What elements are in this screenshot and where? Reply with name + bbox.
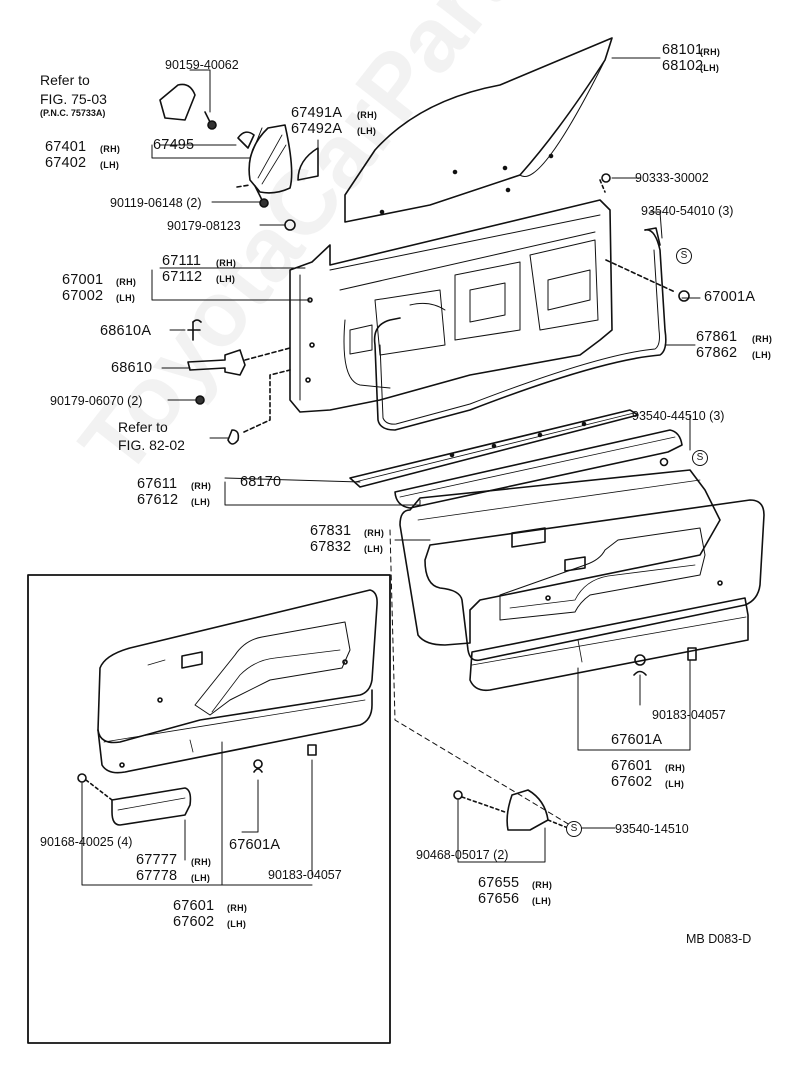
door-shell — [289, 199, 613, 413]
lh-tag: (LH) — [191, 873, 211, 883]
part-label-67002: 67002 — [62, 288, 104, 304]
door-trim-panel-right — [424, 499, 765, 692]
part-label-67492A: 67492A — [291, 121, 343, 137]
part-label-67111: 67111 — [162, 253, 202, 269]
part-label-67601A: 67601A — [229, 837, 281, 853]
rh-tag: (RH) — [364, 528, 385, 538]
part-label-90119-06148: 90119-06148 (2) — [110, 196, 202, 210]
part-label-67001A: 67001A — [704, 289, 756, 305]
part-label-67862: 67862 — [696, 345, 738, 361]
part-label-68610A: 68610A — [100, 323, 152, 339]
door-weatherstrip — [373, 227, 667, 431]
door-glass — [344, 37, 613, 223]
lh-tag: (LH) — [116, 293, 136, 303]
part-label-90183-04057: 90183-04057 — [268, 868, 342, 882]
corner-cover — [453, 789, 569, 831]
lh-tag: (LH) — [357, 126, 377, 136]
part-label-90168-40025: 90168-40025 (4) — [40, 835, 133, 849]
part-label-67495: 67495 — [153, 137, 195, 153]
lh-tag: (LH) — [665, 779, 685, 789]
part-label-67656: 67656 — [478, 891, 520, 907]
rh-tag: (RH) — [357, 110, 378, 120]
refer-to-label: Refer to — [40, 72, 90, 88]
lh-tag: (LH) — [532, 896, 552, 906]
part-label-90333-30002: 90333-30002 — [635, 171, 709, 185]
part-label-67832: 67832 — [310, 539, 352, 555]
part-label-90183-04057: 90183-04057 — [652, 708, 726, 722]
door-trim-panel-left — [97, 589, 378, 774]
part-label-67401: 67401 — [45, 139, 87, 155]
part-label-93540-44510: 93540-44510 (3) — [632, 409, 725, 423]
part-label-67112: 67112 — [162, 269, 203, 285]
rh-tag: (RH) — [216, 258, 237, 268]
part-label-67611: 67611 — [137, 476, 178, 492]
part-label-67001: 67001 — [62, 272, 104, 288]
rh-tag: (RH) — [116, 277, 137, 287]
part-label-90468-05017: 90468-05017 (2) — [416, 848, 509, 862]
part-label-67402: 67402 — [45, 155, 87, 171]
part-label-68102: 68102 — [662, 58, 704, 74]
rh-tag: (RH) — [532, 880, 553, 890]
lh-tag: (LH) — [227, 919, 247, 929]
part-label-67861: 67861 — [696, 329, 738, 345]
part-label-67491A: 67491A — [291, 105, 343, 121]
lh-tag: (LH) — [216, 274, 236, 284]
screw-mark-s: S — [692, 450, 708, 466]
part-label-67601: 67601 — [173, 898, 215, 914]
screw-mark-s: S — [566, 821, 582, 837]
part-label-90179-06070: 90179-06070 (2) — [50, 394, 143, 408]
part-label-67778: 67778 — [136, 868, 178, 884]
part-label-90179-08123: 90179-08123 — [167, 219, 241, 233]
part-label-67602: 67602 — [611, 774, 653, 790]
leader-lines — [81, 57, 701, 886]
rh-tag: (RH) — [752, 334, 773, 344]
rh-tag: (RH) — [191, 857, 212, 867]
rh-tag: (RH) — [191, 481, 212, 491]
part-label-67831: 67831 — [310, 523, 352, 539]
fig-ref-label: FIG. 82-02 — [118, 437, 185, 453]
lh-tag: (LH) — [752, 350, 772, 360]
rh-tag: (RH) — [700, 47, 721, 57]
part-label-67601A: 67601A — [611, 732, 663, 748]
diagram-reference-code: MB D083-D — [686, 932, 752, 946]
guide-dashed — [389, 529, 571, 826]
part-label-68101: 68101 — [662, 42, 704, 58]
door-trim-backer — [399, 469, 721, 646]
rh-tag: (RH) — [100, 144, 121, 154]
lh-tag: (LH) — [100, 160, 120, 170]
part-label-67777: 67777 — [136, 852, 178, 868]
door-pocket — [77, 744, 317, 826]
part-label-68610: 68610 — [111, 360, 153, 376]
screw-mark-s: S — [676, 248, 692, 264]
part-label-67601: 67601 — [611, 758, 653, 774]
lh-tag: (LH) — [700, 63, 720, 73]
part-label-67612: 67612 — [137, 492, 179, 508]
lh-tag: (LH) — [364, 544, 384, 554]
part-label-67602: 67602 — [173, 914, 215, 930]
door-clips — [187, 173, 690, 445]
belt-moulding — [349, 409, 683, 509]
part-label-93540-54010: 93540-54010 (3) — [641, 204, 734, 218]
refer-to-label: Refer to — [118, 419, 168, 435]
fig-ref-label: FIG. 75-03 — [40, 91, 107, 107]
part-label-68170: 68170 — [240, 474, 282, 490]
rh-tag: (RH) — [227, 903, 248, 913]
outside-mirror — [159, 83, 319, 231]
pnc-label: (P.N.C. 75733A) — [40, 108, 106, 118]
rh-tag: (RH) — [665, 763, 686, 773]
part-label-93540-14510: 93540-14510 — [615, 822, 689, 836]
variant-inset-box — [27, 574, 391, 1044]
part-label-67655: 67655 — [478, 875, 520, 891]
part-label-90159-40062: 90159-40062 — [165, 58, 239, 72]
lh-tag: (LH) — [191, 497, 211, 507]
